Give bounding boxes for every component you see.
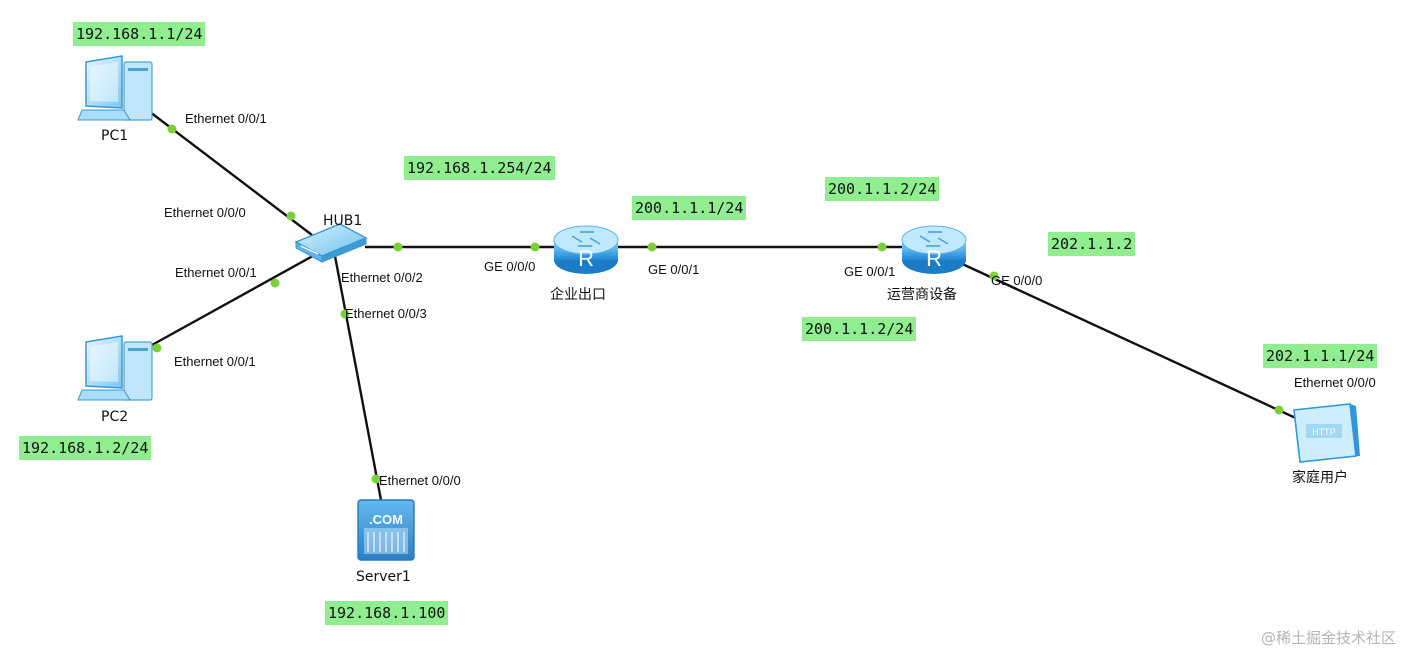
port-dot xyxy=(1274,405,1284,415)
port-label-hub-eth001: Ethernet 0/0/1 xyxy=(175,265,257,280)
port-dot xyxy=(989,271,999,281)
port-label-hub-eth002: Ethernet 0/0/2 xyxy=(341,270,423,285)
port-label-r1-ge001: GE 0/0/1 xyxy=(648,262,700,277)
ip-label-r2-wan-top: 200.1.1.2/24 xyxy=(825,177,940,201)
port-label-pc1: Ethernet 0/0/1 xyxy=(185,111,267,126)
server1-label: Server1 xyxy=(356,569,411,585)
port-label-home: Ethernet 0/0/0 xyxy=(1294,375,1376,390)
home-http-badge: HTTP xyxy=(1312,427,1336,437)
port-dot xyxy=(270,278,280,288)
hub1-label: HUB1 xyxy=(323,213,363,229)
router-isp-label: 运营商设备 xyxy=(887,287,957,303)
port-dot xyxy=(530,242,540,252)
port-dot xyxy=(393,242,403,252)
port-label-hub-eth000: Ethernet 0/0/0 xyxy=(164,205,246,220)
port-label-pc2: Ethernet 0/0/1 xyxy=(174,354,256,369)
port-dot xyxy=(286,211,296,221)
hub-icon[interactable] xyxy=(294,223,368,263)
port-dot xyxy=(152,343,162,353)
port-label-server: Ethernet 0/0/0 xyxy=(379,473,461,488)
link-router2-home xyxy=(957,260,1301,422)
ip-label-pc1: 192.168.1.1/24 xyxy=(73,22,206,46)
pc2-icon[interactable] xyxy=(77,335,153,401)
router-isp-badge: R xyxy=(926,246,942,271)
port-dots xyxy=(152,124,1284,484)
home-client-icon[interactable]: HTTP xyxy=(1293,403,1360,463)
pc2-label: PC2 xyxy=(101,409,129,425)
ip-label-pc2: 192.168.1.2/24 xyxy=(19,436,152,460)
ip-label-r1-wan: 200.1.1.1/24 xyxy=(632,196,747,220)
server-icon[interactable]: .COM xyxy=(357,499,415,561)
port-dot xyxy=(167,124,177,134)
port-label-r1-ge000: GE 0/0/0 xyxy=(484,259,536,274)
router-enterprise-badge: R xyxy=(578,246,594,271)
router-isp-icon[interactable]: R xyxy=(901,225,967,274)
ip-label-r2-wan-bottom: 200.1.1.2/24 xyxy=(802,317,917,341)
server-com-badge: .COM xyxy=(369,512,403,527)
links xyxy=(149,111,1301,501)
port-dot xyxy=(340,309,350,319)
port-dot xyxy=(647,242,657,252)
port-label-r2-ge000: GE 0/0/0 xyxy=(991,273,1043,288)
port-label-hub-eth003: Ethernet 0/0/3 xyxy=(345,306,427,321)
ip-label-home: 202.1.1.1/24 xyxy=(1263,344,1378,368)
pc1-label: PC1 xyxy=(101,128,129,144)
port-label-r2-ge001: GE 0/0/1 xyxy=(844,264,896,279)
port-dot xyxy=(877,242,887,252)
link-hub-server xyxy=(333,255,383,501)
ip-label-r1-lan: 192.168.1.254/24 xyxy=(404,156,555,180)
router-enterprise-label: 企业出口 xyxy=(550,287,606,303)
home-user-label: 家庭用户 xyxy=(1292,470,1348,486)
pc1-icon[interactable] xyxy=(77,55,153,121)
router-enterprise-icon[interactable]: R xyxy=(553,225,619,274)
ip-label-r2-lan: 202.1.1.2 xyxy=(1048,232,1136,256)
ip-label-server: 192.168.1.100 xyxy=(325,601,449,625)
link-pc2-hub xyxy=(151,250,321,347)
watermark: @稀土掘金技术社区 xyxy=(1260,629,1396,647)
link-pc1-hub xyxy=(149,111,313,236)
port-dot xyxy=(371,474,381,484)
